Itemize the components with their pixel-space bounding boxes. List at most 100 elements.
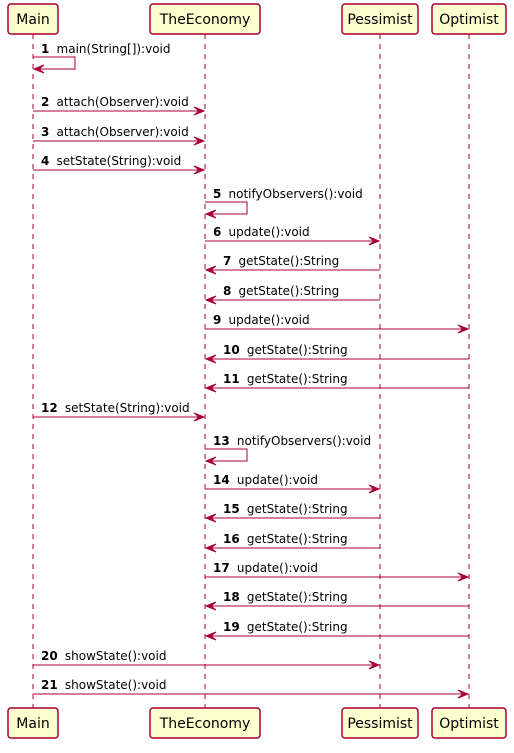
message-label: 16 getState():String (223, 532, 348, 546)
message-label: 4 setState(String):void (41, 154, 181, 168)
participant-box (149, 3, 261, 35)
participant-optimist-bottom: Optimist (431, 707, 507, 739)
message-label: 2 attach(Observer):void (41, 95, 189, 109)
arrowhead (204, 354, 217, 364)
participant-label: TheEconomy (159, 716, 251, 732)
message-number: 16 (223, 532, 244, 546)
message-line (33, 56, 76, 70)
participant-label: Pessimist (347, 716, 413, 732)
message-number: 9 (213, 313, 226, 327)
participant-optimist-top: Optimist (431, 3, 507, 35)
message-text: main(String[]):void (57, 42, 171, 56)
message-text: notifyObservers():void (229, 187, 363, 201)
participant-box (431, 707, 507, 739)
message-text: getState():String (247, 620, 348, 634)
arrowhead (193, 136, 206, 146)
message-15: 15 getState():String (204, 502, 380, 523)
message-4: 4 setState(String):void (33, 154, 206, 175)
arrowhead (204, 383, 217, 393)
participant-box (431, 3, 507, 35)
message-19: 19 getState():String (204, 620, 469, 641)
message-21: 21 showState():void (33, 678, 470, 699)
participant-label: Main (16, 716, 49, 732)
message-label: 13 notifyObservers():void (213, 434, 371, 448)
arrowhead (204, 543, 217, 553)
arrowhead (368, 484, 381, 494)
message-10: 10 getState():String (204, 343, 469, 364)
participant-pessimist-top: Pessimist (341, 3, 419, 35)
message-number: 6 (213, 225, 226, 239)
message-number: 21 (41, 678, 62, 692)
message-number: 13 (213, 434, 234, 448)
participant-pessimist-bottom: Pessimist (341, 707, 419, 739)
message-label: 15 getState():String (223, 502, 348, 516)
arrowhead (193, 412, 206, 422)
message-number: 20 (41, 649, 62, 663)
message-number: 14 (213, 473, 234, 487)
message-number: 8 (223, 284, 236, 298)
arrowhead (32, 64, 45, 74)
message-label: 8 getState():String (223, 284, 339, 298)
message-12: 12 setState(String):void (33, 401, 206, 422)
message-2: 2 attach(Observer):void (33, 95, 206, 116)
arrowhead (193, 106, 206, 116)
message-17: 17 update():void (205, 561, 470, 582)
message-label: 21 showState():void (41, 678, 166, 692)
message-3: 3 attach(Observer):void (33, 125, 206, 146)
message-5: 5 notifyObservers():void (204, 187, 363, 219)
participant-label: Optimist (439, 716, 499, 732)
arrowhead (457, 689, 470, 699)
message-label: 18 getState():String (223, 590, 348, 604)
message-label: 14 update():void (213, 473, 318, 487)
message-text: showState():void (65, 649, 167, 663)
arrowhead (204, 513, 217, 523)
participant-box (341, 3, 419, 35)
message-1: 1 main(String[]):void (32, 42, 171, 74)
message-number: 15 (223, 502, 244, 516)
message-number: 18 (223, 590, 244, 604)
participant-box (7, 3, 59, 35)
participant-label: Pessimist (347, 12, 413, 28)
arrowhead (204, 631, 217, 641)
participant-box (7, 707, 59, 739)
arrowhead (457, 324, 470, 334)
message-line (205, 201, 248, 215)
message-text: getState():String (239, 284, 340, 298)
participant-box (341, 707, 419, 739)
message-text: getState():String (239, 254, 340, 268)
arrowhead (204, 209, 217, 219)
participants-bottom: Main TheEconomy Pessimist Optimist (7, 707, 507, 739)
message-text: attach(Observer):void (57, 125, 189, 139)
lifelines (32, 34, 470, 708)
message-text: getState():String (247, 502, 348, 516)
participant-box (149, 707, 261, 739)
message-label: 9 update():void (213, 313, 310, 327)
arrowhead (368, 236, 381, 246)
message-text: notifyObservers():void (237, 434, 371, 448)
arrowhead (204, 295, 217, 305)
message-text: update():void (229, 225, 310, 239)
message-label: 19 getState():String (223, 620, 348, 634)
message-number: 10 (223, 343, 244, 357)
participant-main-top: Main (7, 3, 59, 35)
message-number: 17 (213, 561, 234, 575)
message-text: getState():String (247, 532, 348, 546)
message-number: 12 (41, 401, 62, 415)
arrowhead (204, 601, 217, 611)
message-number: 19 (223, 620, 244, 634)
message-text: setState(String):void (57, 154, 182, 168)
arrowhead (368, 660, 381, 670)
participant-theeconomy-bottom: TheEconomy (149, 707, 261, 739)
arrowhead (204, 265, 217, 275)
message-8: 8 getState():String (204, 284, 380, 305)
message-text: update():void (237, 561, 318, 575)
message-18: 18 getState():String (204, 590, 469, 611)
participant-label: TheEconomy (159, 12, 251, 28)
message-text: getState():String (247, 343, 348, 357)
message-label: 17 update():void (213, 561, 318, 575)
message-16: 16 getState():String (204, 532, 380, 553)
participants-top: Main TheEconomy Pessimist Optimist (7, 3, 507, 35)
message-label: 20 showState():void (41, 649, 166, 663)
message-label: 1 main(String[]):void (41, 42, 171, 56)
